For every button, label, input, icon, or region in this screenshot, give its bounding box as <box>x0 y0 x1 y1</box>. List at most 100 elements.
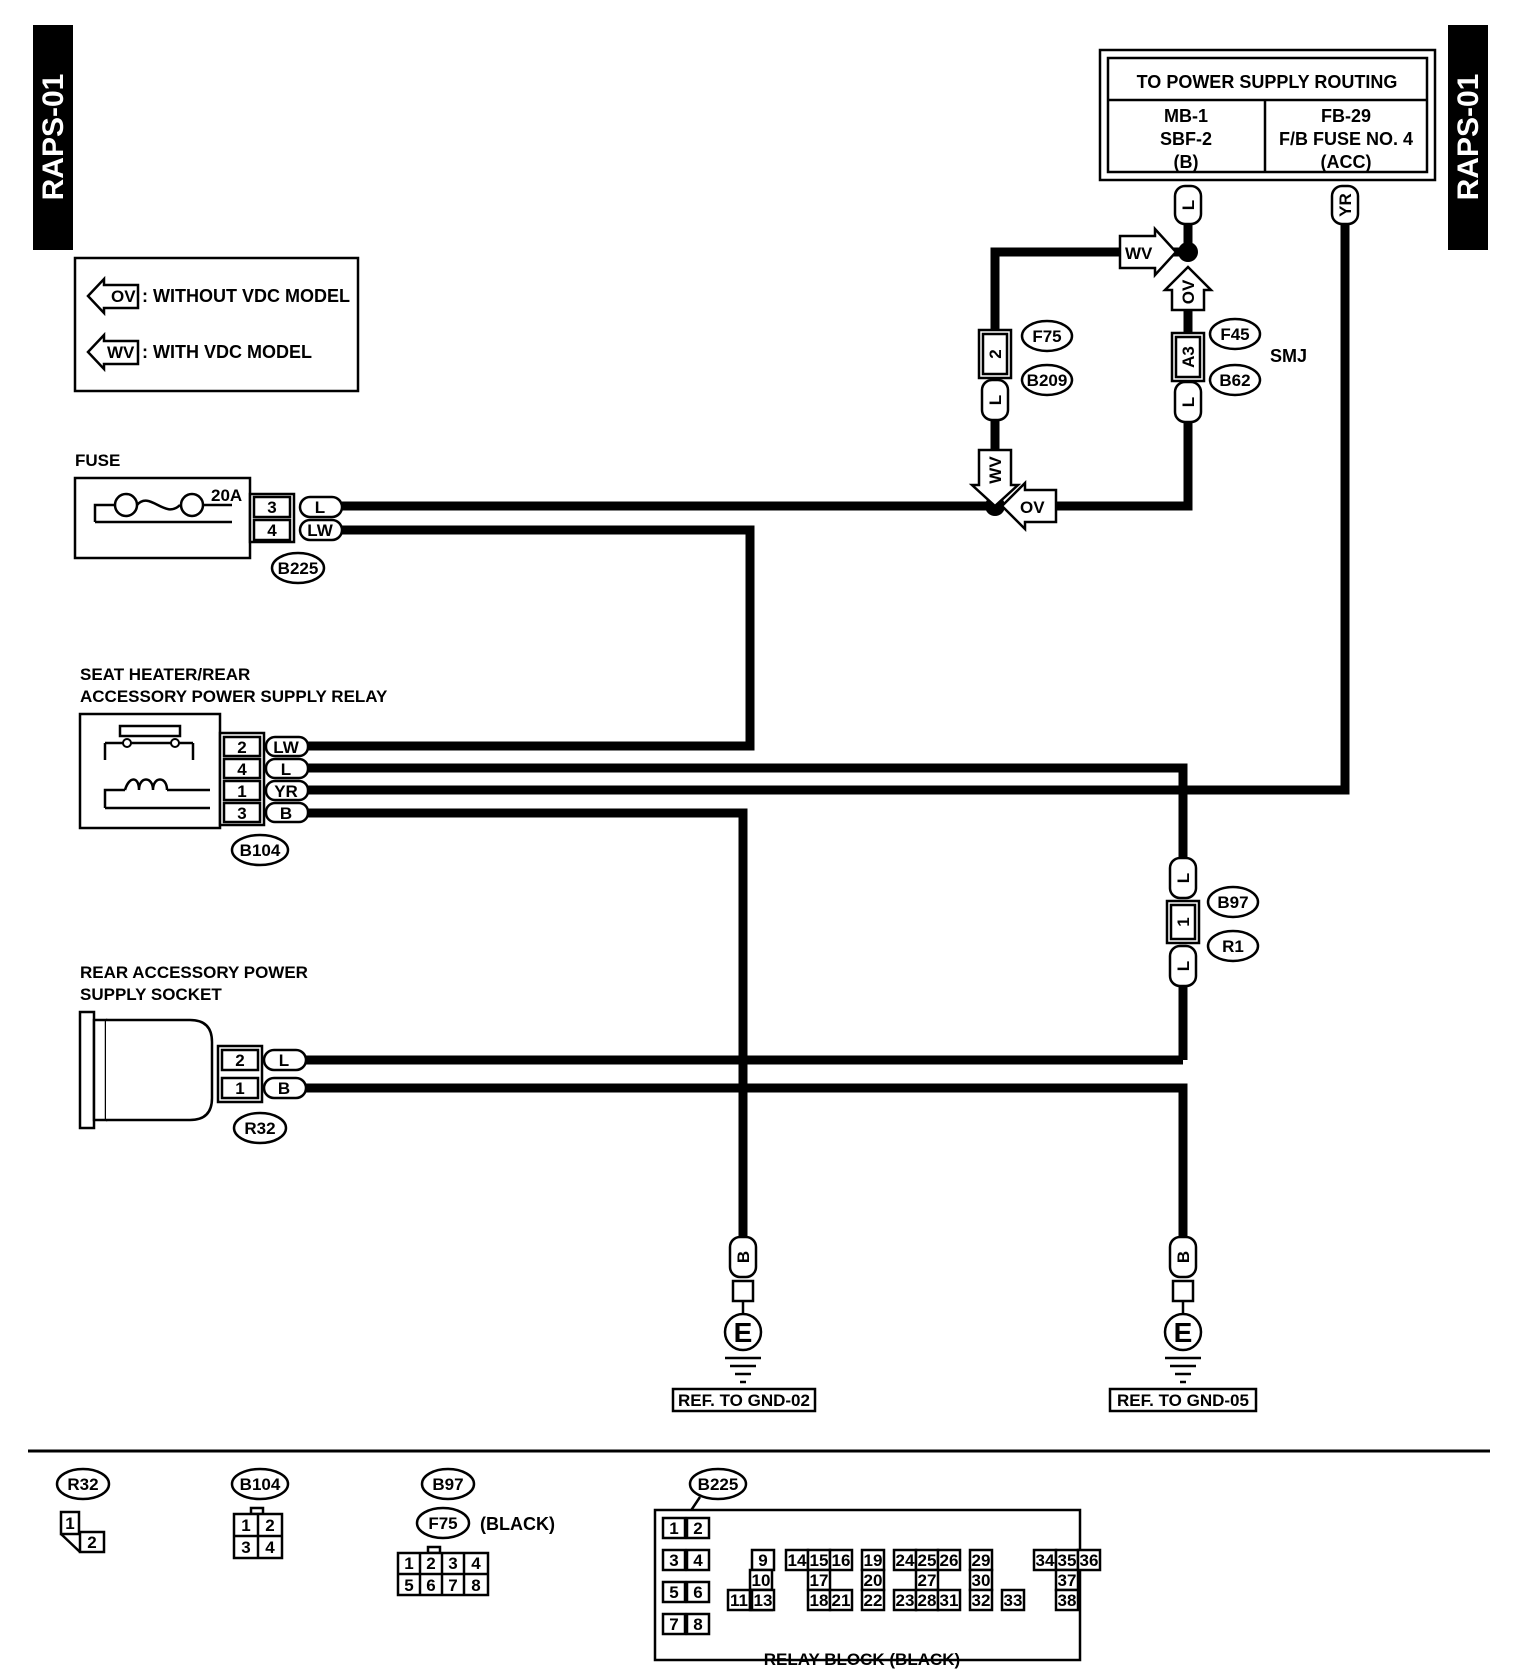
fuse: FUSE 20A <box>73 451 252 560</box>
svg-text:OV: OV <box>1020 498 1045 517</box>
ground-right-symbol: E <box>1174 1317 1193 1348</box>
svg-text:F45: F45 <box>1220 325 1249 344</box>
b225-pin-cell <box>661 1580 687 1604</box>
svg-text:4: 4 <box>237 760 247 779</box>
wire-tag-yr-top: YR <box>1330 184 1360 226</box>
b225-pin-cell <box>936 1588 962 1612</box>
svg-text:A3: A3 <box>1179 346 1198 368</box>
b225-pin-label: 26 <box>940 1551 959 1570</box>
legend-b97-f75: B97 F75 (BLACK) 1 2 3 4 5 6 7 8 <box>396 1467 555 1597</box>
b225-pin-label: 28 <box>918 1591 937 1610</box>
legend-ov-code: OV <box>111 287 136 306</box>
b225-pin-cell <box>685 1612 711 1636</box>
b225-pin-label: 1 <box>669 1519 678 1538</box>
b225-pin-label: 11 <box>730 1591 748 1610</box>
b225-pin-cell <box>1000 1588 1026 1612</box>
b225-pin-label: 19 <box>864 1551 883 1570</box>
svg-text:LW: LW <box>307 521 333 540</box>
b225-pin-label: 3 <box>669 1551 678 1570</box>
svg-text:B: B <box>278 1079 290 1098</box>
svg-text:R32: R32 <box>67 1475 98 1494</box>
b225-pin-label: 7 <box>669 1615 678 1634</box>
connector-b104: 2 4 1 3 LW L YR B B104 <box>218 731 310 867</box>
svg-text:B97: B97 <box>1217 893 1248 912</box>
svg-text:(BLACK): (BLACK) <box>480 1514 555 1534</box>
wv-arrow-down: WV <box>968 448 1022 508</box>
b225-pin-cell <box>936 1548 962 1572</box>
svg-text:B209: B209 <box>1027 371 1068 390</box>
b225-pin-label: 33 <box>1004 1591 1023 1610</box>
ps-sbf2: SBF-2 <box>1160 129 1212 149</box>
b225-pin-label: 37 <box>1058 1571 1077 1590</box>
b225-pin-label: 38 <box>1058 1591 1077 1610</box>
connector-r32: 2 1 L B R32 <box>216 1044 308 1145</box>
legend-r32: R32 1 2 <box>55 1467 111 1554</box>
b225-pin-cell <box>968 1588 994 1612</box>
svg-text:2: 2 <box>986 349 1005 358</box>
b225-pin-label: 35 <box>1058 1551 1077 1570</box>
svg-text:3: 3 <box>448 1554 457 1573</box>
b225-pin-label: 22 <box>864 1591 883 1610</box>
connector-b225: 3 4 L LW B225 <box>248 492 344 585</box>
ground-left: B E REF. TO GND-02 <box>671 1235 817 1413</box>
side-label-right: RAPS-01 <box>1452 74 1485 201</box>
b225-pin-label: 2 <box>693 1519 702 1538</box>
svg-text:YR: YR <box>1336 193 1355 217</box>
svg-text:6: 6 <box>426 1576 435 1595</box>
svg-text:B225: B225 <box>278 559 319 578</box>
ground-left-symbol: E <box>734 1317 753 1348</box>
svg-text:B104: B104 <box>240 841 281 860</box>
svg-text:L: L <box>1179 397 1198 407</box>
svg-text:B104: B104 <box>240 1475 281 1494</box>
socket-label-1: REAR ACCESSORY POWER <box>80 963 308 982</box>
gnd-05-ref: REF. TO GND-05 <box>1117 1391 1249 1410</box>
svg-text:B: B <box>734 1251 753 1263</box>
svg-text:8: 8 <box>471 1576 480 1595</box>
ground-right: B E REF. TO GND-05 <box>1108 1235 1258 1413</box>
legend-b104: B104 1 2 3 4 <box>230 1467 290 1560</box>
svg-text:R32: R32 <box>244 1119 275 1138</box>
relay-block-label: RELAY BLOCK (BLACK) <box>764 1650 960 1669</box>
svg-text:WV: WV <box>986 456 1005 484</box>
b225-pin-label: 10 <box>752 1571 771 1590</box>
svg-text:R1: R1 <box>1222 937 1244 956</box>
svg-text:2: 2 <box>265 1516 274 1535</box>
svg-text:L: L <box>315 498 325 517</box>
b225-pin-label: 4 <box>693 1551 703 1570</box>
b225-pin-cell <box>828 1588 854 1612</box>
side-tab-left: RAPS-01 <box>33 25 73 250</box>
b225-pin-cell <box>685 1580 711 1604</box>
svg-text:L: L <box>1179 200 1198 210</box>
svg-text:1: 1 <box>237 782 246 801</box>
b225-pin-cell <box>661 1612 687 1636</box>
b225-pin-cell <box>750 1588 776 1612</box>
svg-text:2: 2 <box>237 738 246 757</box>
b225-pin-label: 27 <box>918 1571 937 1590</box>
b225-pin-label: 17 <box>810 1571 829 1590</box>
svg-text:1: 1 <box>241 1516 250 1535</box>
svg-text:F75: F75 <box>428 1514 457 1533</box>
b225-pin-cell <box>1054 1588 1080 1612</box>
legend-wv-text: : WITH VDC MODEL <box>142 342 312 362</box>
b225-pin-cell <box>828 1548 854 1572</box>
svg-text:3: 3 <box>241 1538 250 1557</box>
svg-text:WV: WV <box>1125 244 1153 263</box>
svg-text:1: 1 <box>404 1554 413 1573</box>
smj-label: SMJ <box>1270 346 1307 366</box>
svg-text:4: 4 <box>471 1554 481 1573</box>
ov-arrow-icon <box>86 275 140 317</box>
b225-pin-cell <box>685 1516 711 1540</box>
connector-f75-b209: 2 L F75 B209 <box>977 319 1074 422</box>
svg-text:L: L <box>281 760 291 779</box>
svg-text:LW: LW <box>273 738 299 757</box>
ps-b: (B) <box>1174 152 1199 172</box>
svg-text:B: B <box>1174 1251 1193 1263</box>
b225-pin-label: 16 <box>832 1551 851 1570</box>
svg-text:B: B <box>280 804 292 823</box>
svg-text:B62: B62 <box>1219 371 1250 390</box>
b225-pin-label: 25 <box>918 1551 937 1570</box>
b225-pin-label: 18 <box>810 1591 829 1610</box>
b225-pin-cell <box>661 1548 687 1572</box>
b225-pin-cell <box>661 1516 687 1540</box>
